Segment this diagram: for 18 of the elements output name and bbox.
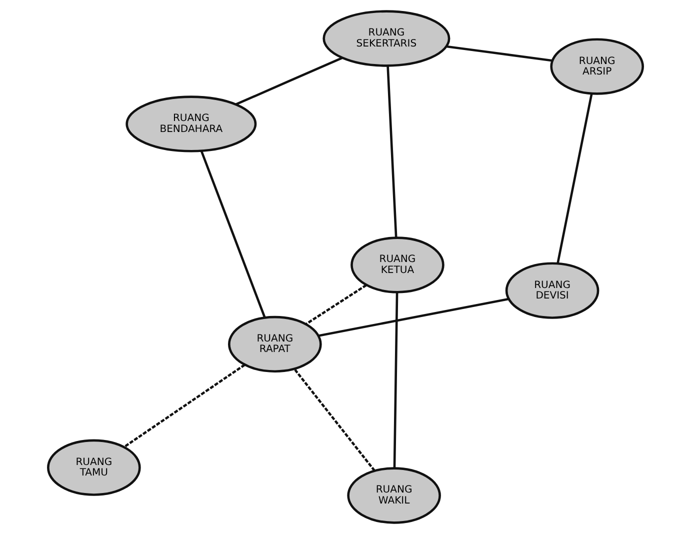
node-ellipse: RUANG KETUA bbox=[350, 236, 444, 294]
connector bbox=[446, 45, 552, 62]
connector bbox=[200, 150, 266, 318]
node-ellipse: RUANG TAMU bbox=[46, 439, 140, 496]
node-ellipse: RUANG SEKERTARIS bbox=[322, 10, 450, 67]
connector bbox=[304, 284, 366, 326]
connector bbox=[392, 292, 398, 468]
connector bbox=[293, 368, 375, 472]
node-ellipse: RUANG WAKIL bbox=[346, 467, 440, 524]
node-ellipse: RUANG DEVISI bbox=[504, 262, 599, 319]
node-ellipse: RUANG RAPAT bbox=[228, 316, 322, 373]
connector bbox=[318, 298, 508, 337]
connector bbox=[386, 66, 397, 238]
connector bbox=[123, 364, 245, 448]
connector bbox=[235, 56, 342, 106]
node-ellipse: RUANG ARSIP bbox=[550, 38, 644, 95]
connector bbox=[556, 94, 592, 264]
node-ellipse: RUANG BENDAHARA bbox=[125, 96, 256, 152]
